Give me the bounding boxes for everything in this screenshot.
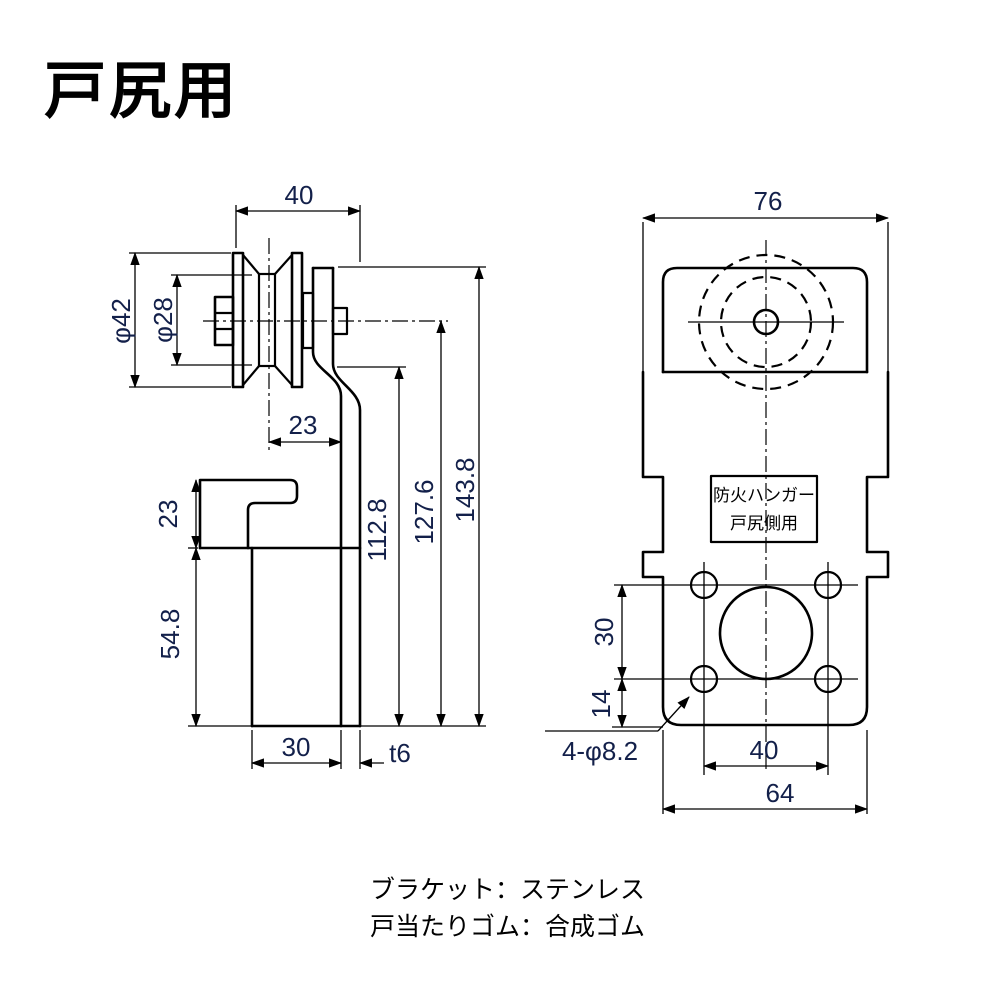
side-view: 40 φ42 φ28 23 112.8 127.6 (106, 180, 486, 769)
dim-front-top-width: 76 (754, 186, 783, 216)
dim-front-bottom-width: 64 (766, 778, 795, 808)
dim-height-to-center: 127.6 (409, 479, 439, 544)
dim-height-to-step: 112.8 (362, 498, 392, 561)
dim-hole-pitch-vertical: 30 (589, 618, 619, 647)
center-lines (203, 238, 448, 450)
bracket-plate (311, 266, 362, 728)
side-view-dimensions: 40 φ42 φ28 23 112.8 127.6 (106, 180, 486, 769)
mounting-holes (614, 562, 858, 775)
dim-total-height: 143.8 (450, 457, 480, 522)
note-rubber-material: 戸当たりゴム：合成ゴム (370, 913, 646, 941)
dim-groove-diameter: φ28 (148, 297, 178, 343)
back-plate-outline (641, 370, 890, 727)
page-title: 戸尻用 (44, 57, 240, 126)
fire-label-line1: 防火ハンガー (713, 486, 815, 505)
dim-stop-depth: 30 (282, 732, 311, 762)
fire-label-plate: 防火ハンガー 戸尻側用 (709, 474, 819, 544)
door-stop-block (198, 478, 362, 728)
dim-center-to-plate: 23 (289, 410, 318, 440)
dim-plate-thickness: t6 (389, 738, 411, 768)
dim-hole-to-bottom: 14 (586, 690, 616, 719)
hidden-roller-circles (688, 253, 844, 391)
dim-stop-lower-height: 54.8 (155, 609, 185, 660)
front-plate-outline (661, 266, 869, 374)
material-notes: ブラケット：ステンレス 戸当たりゴム：合成ゴム (370, 872, 645, 946)
dim-side-top-width: 40 (285, 180, 314, 210)
fire-label-line2: 戸尻側用 (730, 514, 798, 533)
dim-hole-pitch-horizontal: 40 (750, 735, 779, 765)
dim-hole-callout: 4-φ8.2 (562, 736, 638, 766)
dim-stop-upper-height: 23 (153, 500, 183, 529)
front-view: 防火ハンガー 戸尻側用 76 (545, 186, 890, 814)
note-bracket-material: ブラケット：ステンレス (370, 876, 646, 904)
front-view-dimensions: 76 30 14 4-φ8.2 40 64 (545, 186, 890, 814)
hanger-roller (231, 251, 304, 389)
dim-roller-diameter: φ42 (106, 298, 136, 344)
